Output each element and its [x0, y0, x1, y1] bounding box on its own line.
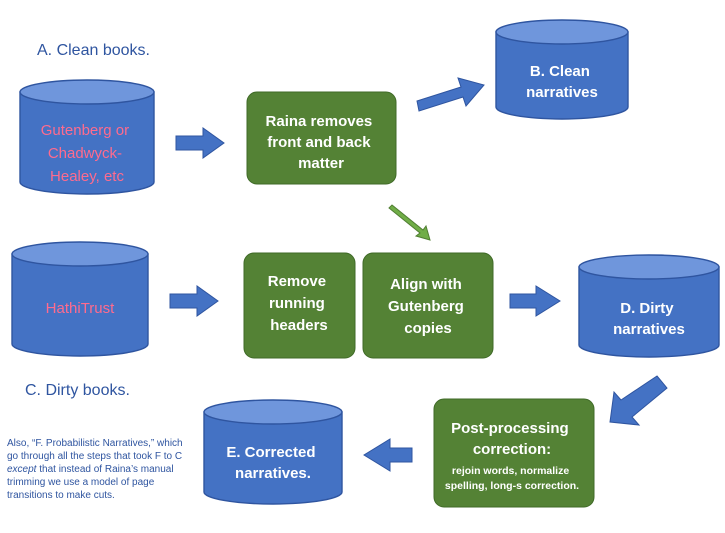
heading-clean-books: A. Clean books.: [37, 42, 150, 59]
arrow-gutenberg-to-remove-matter: [175, 127, 225, 159]
step-remove-running-headers-label: Remove running headers: [268, 273, 331, 334]
output-clean-narratives-cylinder: B. Clean narratives: [495, 19, 629, 120]
step-post-processing-title: Post-processing correction:: [451, 420, 573, 458]
arrow-dirty-narratives-to-post-processing: [609, 375, 668, 426]
step-remove-running-headers-box: Remove running headers: [243, 252, 356, 359]
arrow-remove-matter-to-align: [388, 204, 431, 241]
step-align-gutenberg-label: Align with Gutenberg copies: [388, 276, 468, 337]
output-corrected-narratives-label: E. Corrected narratives.: [226, 444, 319, 482]
source-hathitrust-cylinder: HathiTrust: [11, 241, 149, 357]
step-post-processing-box: Post-processing correction: rejoin words…: [433, 398, 595, 508]
step-remove-front-back-matter-label: Raina removes front and back matter: [266, 113, 377, 172]
arrow-align-to-dirty-narratives: [509, 285, 561, 317]
source-gutenberg-label: Gutenberg or Chadwyck- Healey, etc: [41, 122, 134, 185]
step-remove-front-back-matter-box: Raina removes front and back matter: [246, 91, 397, 185]
source-gutenberg-cylinder: Gutenberg or Chadwyck- Healey, etc: [19, 79, 155, 195]
probabilistic-narratives-note: Also, “F. Probabilistic Narratives,” whi…: [7, 438, 183, 501]
step-post-processing-detail: rejoin words, normalize spelling, long-s…: [445, 465, 579, 492]
output-corrected-narratives-cylinder: E. Corrected narratives.: [203, 399, 343, 505]
heading-dirty-books: C. Dirty books.: [25, 382, 130, 399]
arrow-post-processing-to-corrected: [363, 438, 413, 472]
source-hathitrust-label: HathiTrust: [46, 300, 115, 317]
output-clean-narratives-label: B. Clean narratives: [526, 63, 598, 101]
arrow-hathitrust-to-remove-headers: [169, 285, 219, 317]
output-dirty-narratives-cylinder: D. Dirty narratives: [578, 254, 720, 358]
step-align-gutenberg-box: Align with Gutenberg copies: [362, 252, 494, 359]
arrow-remove-matter-to-clean-narratives: [416, 77, 485, 112]
output-dirty-narratives-label: D. Dirty narratives: [613, 300, 685, 338]
